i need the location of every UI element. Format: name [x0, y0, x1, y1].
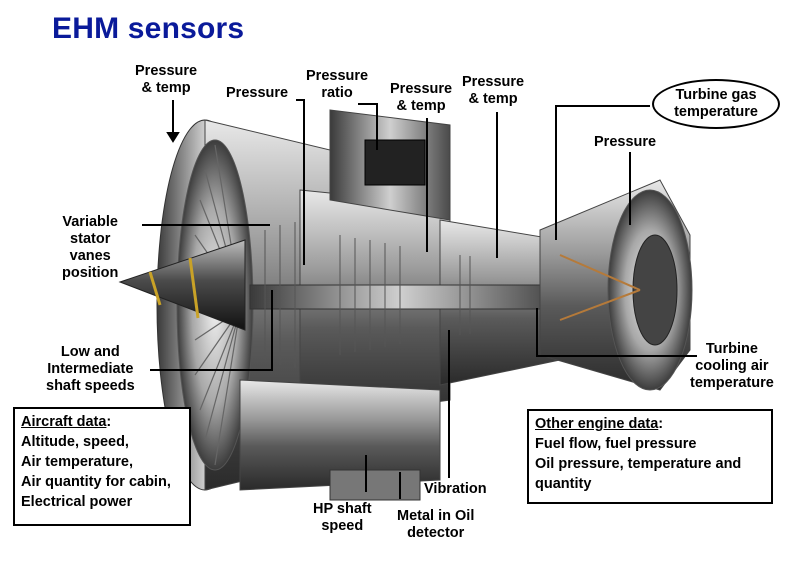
compressor-stages [264, 222, 471, 368]
label-pressure-temp-intake: Pressure& temp [135, 63, 198, 96]
engine-data-line: quantity [535, 476, 592, 492]
label-pressure-temp-compressor: Pressure& temp [390, 81, 453, 114]
label-pressure-temp-combustor: Pressure& temp [462, 74, 525, 107]
aircraft-data-line: Electrical power [21, 494, 133, 510]
other-engine-data-heading: Other engine data [535, 416, 659, 432]
aircraft-data-line: Air quantity for cabin, [21, 474, 171, 490]
aircraft-data-box: Aircraft data: Altitude, speed, Air temp… [13, 407, 191, 526]
aircraft-data-line: Air temperature, [21, 454, 134, 470]
label-pressure-fan: Pressure [226, 85, 289, 101]
label-pressure-turbine: Pressure [594, 134, 657, 150]
aircraft-data-heading: Aircraft data [21, 414, 107, 430]
aircraft-data-line: Altitude, speed, [21, 434, 129, 450]
label-vibration: Vibration [424, 481, 487, 497]
engine-data-line: Fuel flow, fuel pressure [535, 436, 697, 452]
engine-data-line: Oil pressure, temperature and [535, 456, 742, 472]
page-title: EHM sensors [52, 12, 245, 45]
nose-cone [118, 239, 246, 331]
turbine-exhaust [539, 179, 693, 391]
leader-lines [142, 99, 697, 499]
other-engine-data-box: Other engine data: Fuel flow, fuel press… [527, 409, 773, 504]
